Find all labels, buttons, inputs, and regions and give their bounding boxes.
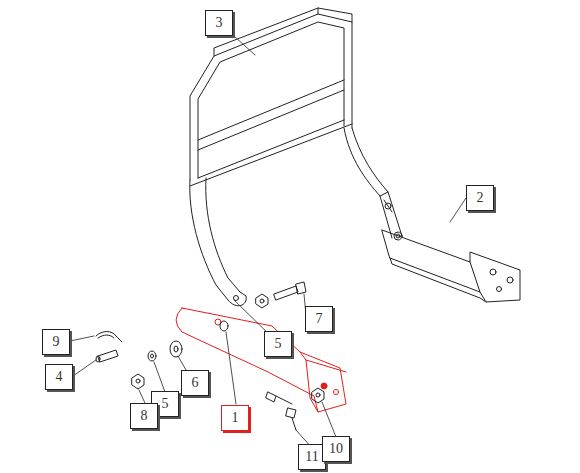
callout-box: 10 xyxy=(322,436,350,462)
callout-number: 1 xyxy=(232,411,239,425)
callout-number: 9 xyxy=(53,335,60,349)
right-bracket xyxy=(382,230,520,302)
callout-number: 5 xyxy=(162,397,169,411)
callout-number: 3 xyxy=(216,16,223,30)
callout-box: 9 xyxy=(42,329,70,355)
callout-number: 6 xyxy=(192,376,199,390)
callout-number: 10 xyxy=(329,442,343,456)
guard-frame xyxy=(190,8,402,306)
hardware xyxy=(96,282,324,430)
callout-box: 4 xyxy=(45,364,73,390)
callout-number: 2 xyxy=(477,191,484,205)
leader-lines xyxy=(70,36,466,448)
callout-box: 8 xyxy=(130,403,158,429)
callout-box: 7 xyxy=(305,306,333,332)
left-bracket xyxy=(176,308,346,412)
callout-box: 6 xyxy=(181,370,209,396)
callout-box: 2 xyxy=(466,185,494,211)
callout-number: 7 xyxy=(316,312,323,326)
callout-number: 11 xyxy=(305,450,318,464)
callout-box: 1 xyxy=(221,405,249,431)
callout-number: 8 xyxy=(141,409,148,423)
callout-number: 4 xyxy=(56,370,63,384)
callout-box: 5 xyxy=(264,331,292,357)
callout-number: 5 xyxy=(275,337,282,351)
callout-box: 3 xyxy=(205,10,233,36)
